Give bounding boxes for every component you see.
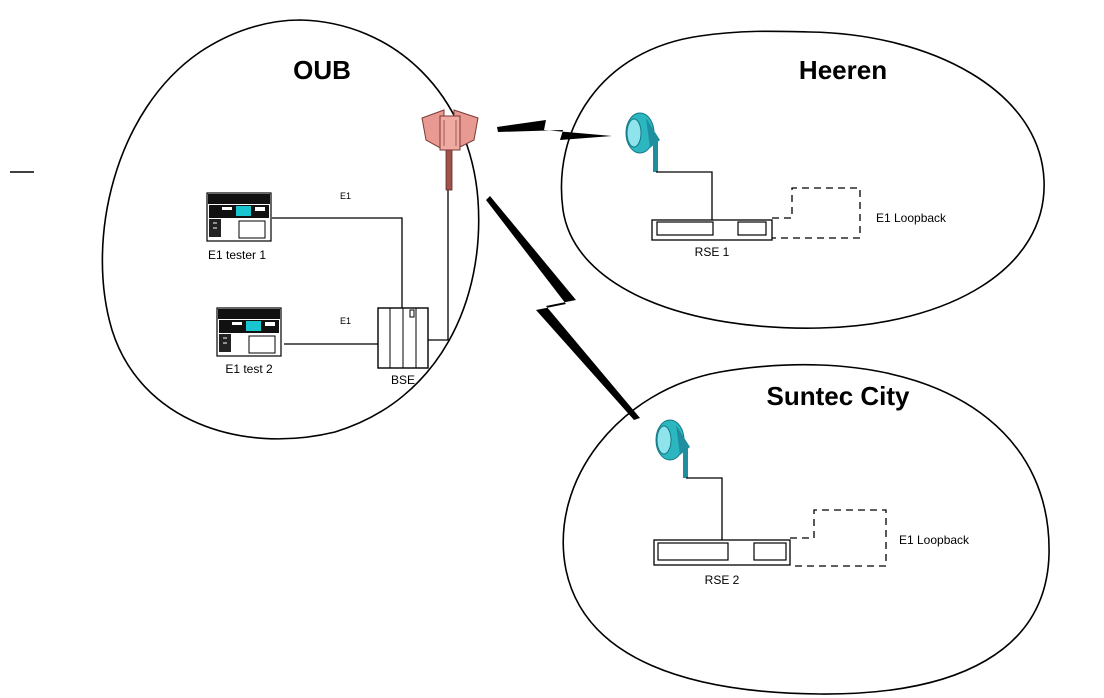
sector-antenna-icon [421, 109, 479, 191]
suntec-zone-boundary [562, 363, 1050, 695]
heeren-title: Heeren [799, 55, 887, 85]
suntec-dish-icon [655, 419, 690, 478]
e1-tester-1-label: E1 tester 1 [208, 248, 266, 262]
rse-2-icon [653, 539, 791, 566]
suntec-loopback-path [790, 509, 887, 567]
suntec-title: Suntec City [766, 381, 910, 411]
e1-label-bottom: E1 [340, 316, 351, 326]
tester1-to-bse-wire [272, 217, 403, 308]
heeren-loopback-label: E1 Loopback [876, 211, 947, 225]
e1-tester-2-label: E1 test 2 [225, 362, 273, 376]
oub-title: OUB [293, 55, 351, 85]
rse-1-label: RSE 1 [695, 245, 730, 259]
bse-to-antenna-wire [428, 190, 449, 341]
heeren-zone-boundary [560, 30, 1045, 329]
suntec-dish-to-rse2-wire [686, 477, 723, 540]
e1-label-top: E1 [340, 191, 351, 201]
oub-zone-boundary [101, 19, 480, 440]
e1-tester-2-icon [216, 307, 282, 357]
rse-2-label: RSE 2 [705, 573, 740, 587]
bse-cabinet-icon [377, 307, 429, 369]
bse-label: BSE [391, 373, 415, 387]
rse-1-icon [651, 219, 773, 241]
radio-link-suntec-icon [486, 196, 640, 420]
e1-tester-1-icon [206, 192, 272, 242]
heeren-loopback-path [772, 187, 861, 239]
suntec-loopback-label: E1 Loopback [899, 533, 970, 547]
heeren-dish-icon [625, 112, 660, 172]
radio-link-heeren-icon [497, 120, 612, 140]
heeren-dish-to-rse1-wire [656, 171, 713, 220]
